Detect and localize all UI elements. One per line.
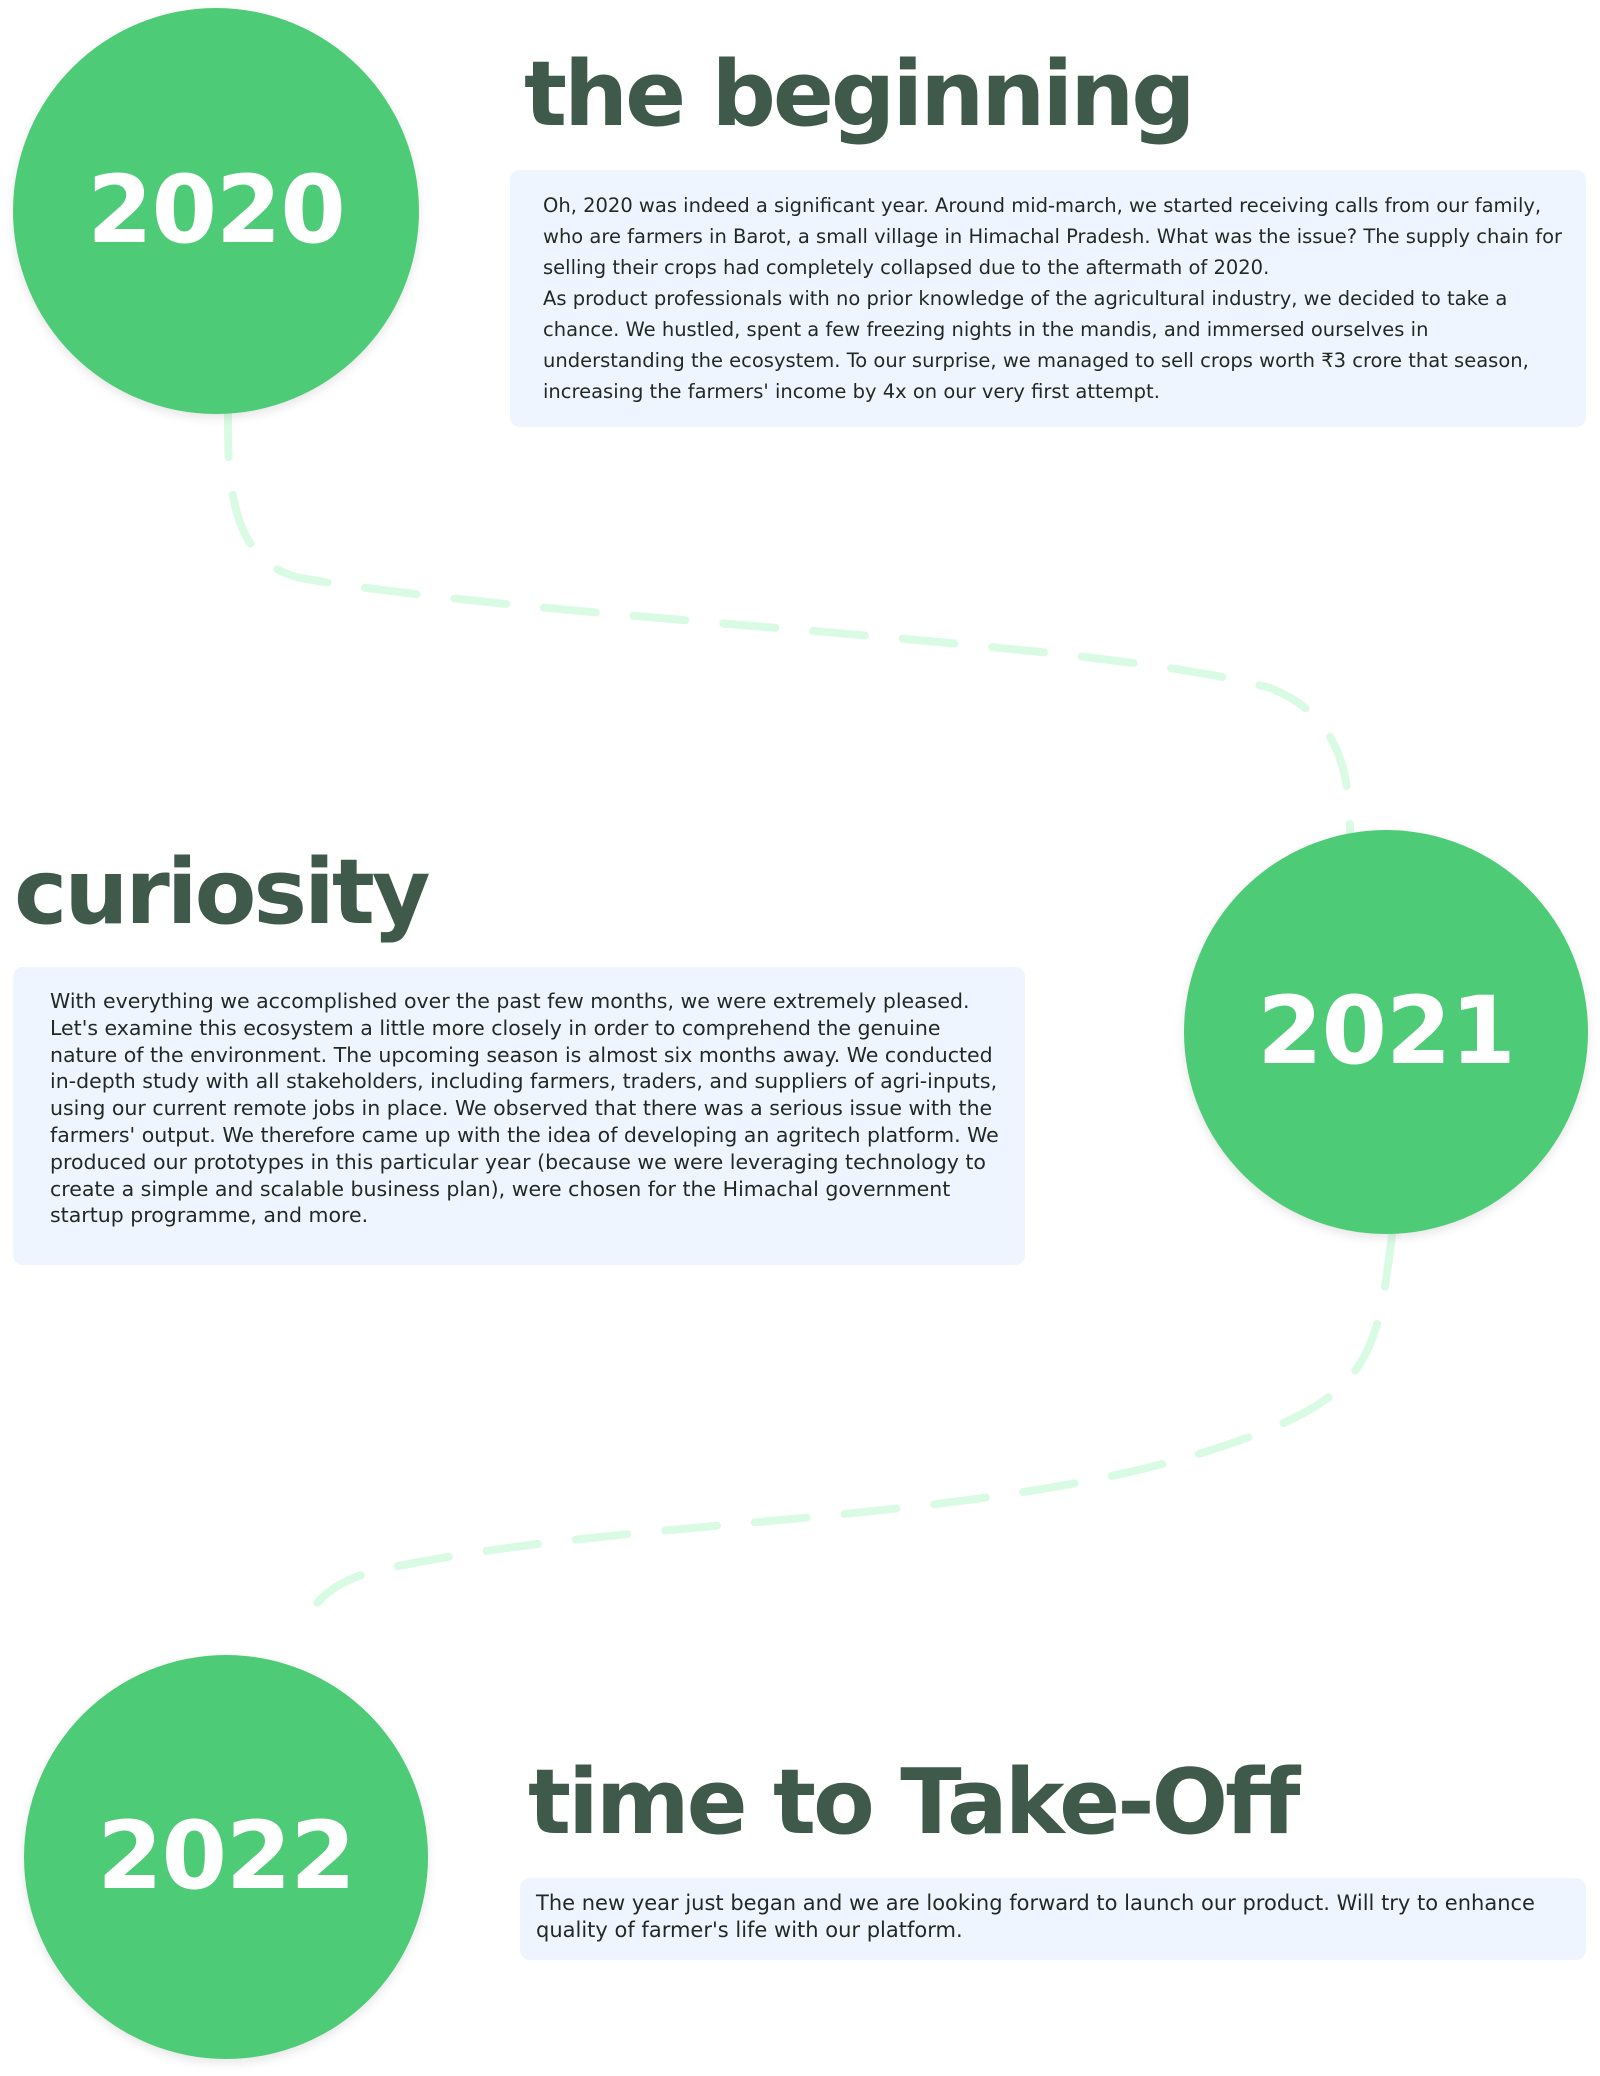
- milestone-card: The new year just began and we are looki…: [520, 1878, 1586, 1960]
- milestone-paragraph: Oh, 2020 was indeed a significant year. …: [543, 194, 1563, 279]
- milestone-title: time to Take-Off: [528, 1750, 1300, 1855]
- year-label: 2021: [1257, 977, 1516, 1086]
- year-label: 2022: [97, 1802, 356, 1911]
- milestone-paragraph: With everything we accomplished over the…: [50, 989, 999, 1228]
- milestone-card: Oh, 2020 was indeed a significant year. …: [510, 170, 1586, 427]
- milestone-title: the beginning: [524, 42, 1196, 147]
- milestone-paragraph: The new year just began and we are looki…: [536, 1891, 1535, 1942]
- year-circle-2021: 2021: [1184, 830, 1588, 1234]
- milestone-card: With everything we accomplished over the…: [13, 967, 1025, 1265]
- milestone-paragraph: As product professionals with no prior k…: [543, 287, 1529, 403]
- year-circle-2020: 2020: [13, 8, 419, 414]
- milestone-title: curiosity: [14, 840, 431, 945]
- year-label: 2020: [87, 156, 346, 265]
- year-circle-2022: 2022: [24, 1655, 428, 2059]
